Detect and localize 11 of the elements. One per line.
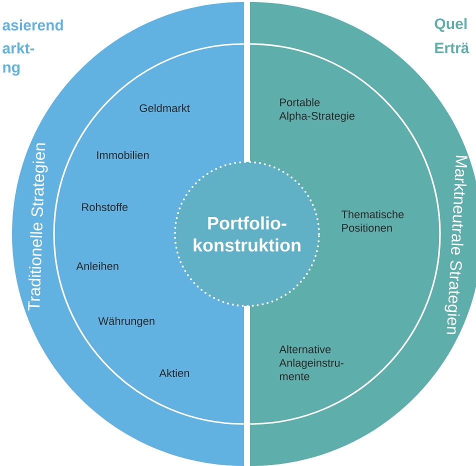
item-text: Alternative Anlageinstru- mente — [279, 345, 344, 380]
item-text: Portable Alpha-Strategie — [279, 98, 355, 122]
item-text: Geldmarkt — [140, 104, 190, 112]
item-text: Währungen — [98, 316, 154, 328]
item-text: Anleihen — [76, 262, 118, 270]
item-text: Rohstoffe — [82, 202, 128, 212]
heading-fragment: Quel — [434, 18, 466, 32]
item-text: Thematische Positionen — [341, 210, 404, 232]
item-text: Immobilien — [97, 150, 149, 160]
heading-fragment: Erträ — [435, 42, 470, 54]
item-text: Aktien — [159, 368, 190, 378]
